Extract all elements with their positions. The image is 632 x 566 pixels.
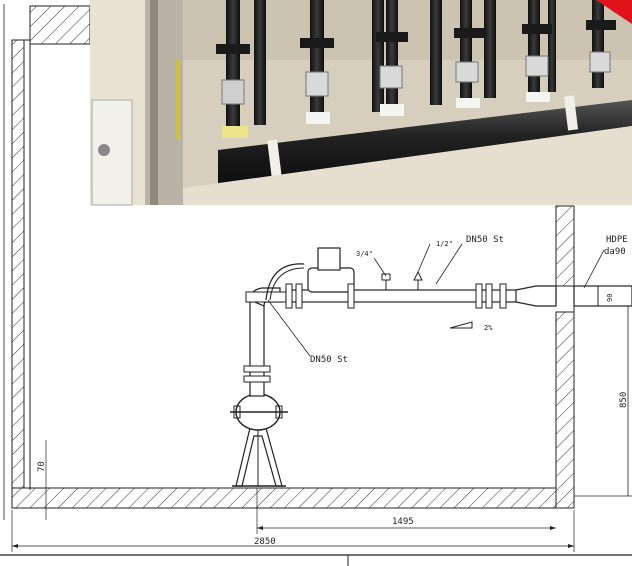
label-hdpe-diameter: da90 — [604, 247, 626, 257]
leader-lines — [267, 243, 605, 357]
label-hdpe-90: 90 — [606, 294, 614, 302]
dimension-base-70: 70 — [37, 461, 47, 472]
dimension-inner-offset: 1495 — [392, 517, 414, 527]
pipe-manifold-photo — [90, 0, 632, 206]
floor-slab — [11, 487, 632, 509]
label-pipe-dn50-bottom: DN50 St — [310, 355, 348, 365]
dimension-height-850: 850 — [619, 392, 629, 408]
label-slope: 2% — [484, 324, 493, 332]
horizontal-pipe-run — [265, 247, 632, 329]
right-wall — [555, 205, 575, 509]
label-size-1-2: 1/2" — [436, 240, 453, 248]
vertical-riser-pipe — [243, 287, 287, 397]
dimension-lines — [11, 295, 632, 552]
label-pipe-dn50-top: DN50 St — [466, 235, 504, 245]
label-size-3-4: 3/4" — [356, 250, 373, 258]
drawing-frame — [0, 4, 632, 566]
photo-valves — [216, 20, 616, 138]
pipe-support-stand — [230, 393, 288, 487]
dimension-total-width: 2850 — [254, 537, 276, 547]
left-wall — [11, 5, 91, 490]
label-hdpe: HDPE — [606, 235, 628, 245]
